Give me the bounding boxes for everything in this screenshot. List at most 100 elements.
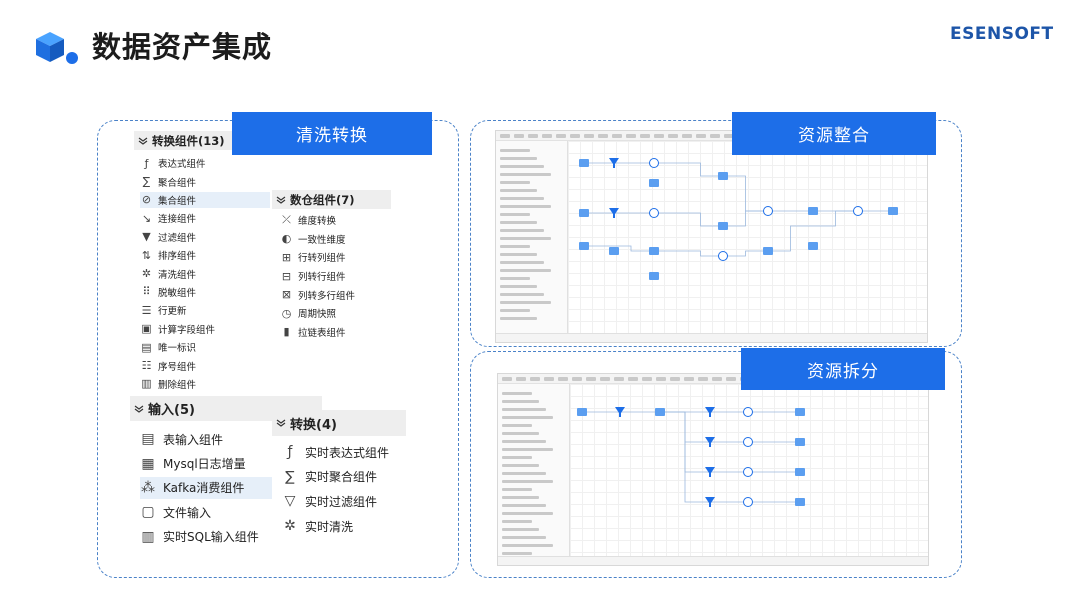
tree-item[interactable] xyxy=(502,552,532,555)
toolbar-button[interactable] xyxy=(516,377,526,381)
toolbar-button[interactable] xyxy=(600,377,610,381)
expr-node-icon[interactable] xyxy=(743,467,753,477)
component-item[interactable]: ▥删除组件 xyxy=(140,376,270,392)
tree-item[interactable] xyxy=(502,432,539,435)
component-item[interactable]: ◷周期快照 xyxy=(280,305,390,322)
component-item[interactable]: ∑聚合组件 xyxy=(140,173,270,189)
component-item[interactable]: ⇅排序组件 xyxy=(140,247,270,263)
toolbar-button[interactable] xyxy=(640,134,650,138)
component-item[interactable]: ⊟列转行组件 xyxy=(280,268,390,285)
tree-item[interactable] xyxy=(502,544,553,547)
toolbar-button[interactable] xyxy=(598,134,608,138)
tree-item[interactable] xyxy=(502,480,553,483)
tree-item[interactable] xyxy=(502,496,539,499)
filter-node-icon[interactable] xyxy=(705,467,715,477)
expr-node-icon[interactable] xyxy=(853,206,863,216)
expr-node-icon[interactable] xyxy=(743,437,753,447)
filter-node-icon[interactable] xyxy=(615,407,625,417)
toolbar-button[interactable] xyxy=(698,377,708,381)
tree-item[interactable] xyxy=(500,205,551,208)
table-node-icon[interactable] xyxy=(579,209,589,217)
component-item[interactable]: ✲实时清洗 xyxy=(282,515,402,538)
component-item[interactable]: ⊞行转列组件 xyxy=(280,249,390,266)
toolbar-button[interactable] xyxy=(628,377,638,381)
toolbar-button[interactable] xyxy=(528,134,538,138)
toolbar-button[interactable] xyxy=(530,377,540,381)
expr-node-icon[interactable] xyxy=(743,407,753,417)
toolbar-button[interactable] xyxy=(514,134,524,138)
tree-item[interactable] xyxy=(502,472,546,475)
toolbar-button[interactable] xyxy=(614,377,624,381)
tree-item[interactable] xyxy=(502,504,546,507)
toolbar-button[interactable] xyxy=(584,134,594,138)
component-item[interactable]: ▣计算字段组件 xyxy=(140,321,270,337)
toolbar-button[interactable] xyxy=(626,134,636,138)
table-node-icon[interactable] xyxy=(795,468,805,476)
tree-item[interactable] xyxy=(500,221,537,224)
tree-item[interactable] xyxy=(502,448,553,451)
tree-item[interactable] xyxy=(500,165,544,168)
tree-item[interactable] xyxy=(500,253,537,256)
toolbar-button[interactable] xyxy=(586,377,596,381)
table-node-icon[interactable] xyxy=(649,247,659,255)
toolbar-button[interactable] xyxy=(710,134,720,138)
table-node-icon[interactable] xyxy=(579,159,589,167)
table-node-icon[interactable] xyxy=(579,242,589,250)
tree-item[interactable] xyxy=(500,173,551,176)
filter-node-icon[interactable] xyxy=(609,158,619,168)
table-node-icon[interactable] xyxy=(649,272,659,280)
table-node-icon[interactable] xyxy=(795,408,805,416)
filter-node-icon[interactable] xyxy=(705,407,715,417)
component-item[interactable]: ▦Mysql日志增量 xyxy=(140,452,272,474)
toolbar-button[interactable] xyxy=(556,134,566,138)
component-item[interactable]: ⠿脱敏组件 xyxy=(140,284,270,300)
component-item[interactable]: ⤫维度转换 xyxy=(280,212,390,229)
tree-item[interactable] xyxy=(500,285,537,288)
join-node-icon[interactable] xyxy=(718,172,728,180)
join-node-icon[interactable] xyxy=(718,222,728,230)
table-node-icon[interactable] xyxy=(795,438,805,446)
tree-item[interactable] xyxy=(500,237,551,240)
component-item[interactable]: ↘连接组件 xyxy=(140,210,270,226)
expr-node-icon[interactable] xyxy=(743,497,753,507)
tree-item[interactable] xyxy=(502,424,532,427)
filter-node-icon[interactable] xyxy=(705,437,715,447)
toolbar-button[interactable] xyxy=(668,134,678,138)
component-item[interactable]: ☰行更新 xyxy=(140,302,270,318)
table-node-icon[interactable] xyxy=(649,179,659,187)
tree-item[interactable] xyxy=(502,416,553,419)
expr-node-icon[interactable] xyxy=(763,206,773,216)
table-node-icon[interactable] xyxy=(655,408,665,416)
filter-node-icon[interactable] xyxy=(609,208,619,218)
tree-item[interactable] xyxy=(500,293,544,296)
toolbar-button[interactable] xyxy=(502,377,512,381)
tree-item[interactable] xyxy=(500,317,537,320)
tree-item[interactable] xyxy=(500,277,530,280)
component-item[interactable]: ▤表输入组件 xyxy=(140,428,272,450)
tree-item[interactable] xyxy=(502,488,532,491)
filter-node-icon[interactable] xyxy=(705,497,715,507)
toolbar-button[interactable] xyxy=(712,377,722,381)
component-item[interactable]: ☷序号组件 xyxy=(140,357,270,373)
tree-item[interactable] xyxy=(500,181,530,184)
toolbar-button[interactable] xyxy=(724,134,734,138)
tree-item[interactable] xyxy=(500,149,530,152)
component-item[interactable]: ⊠列转多行组件 xyxy=(280,286,390,303)
expr-node-icon[interactable] xyxy=(718,251,728,261)
component-item[interactable]: ∑实时聚合组件 xyxy=(282,466,402,489)
component-item[interactable]: ▢文件输入 xyxy=(140,501,272,523)
component-item[interactable]: ▼过滤组件 xyxy=(140,229,270,245)
join-node-icon[interactable] xyxy=(609,247,619,255)
tree-item[interactable] xyxy=(502,440,546,443)
toolbar-button[interactable] xyxy=(572,377,582,381)
tree-item[interactable] xyxy=(502,528,539,531)
tree-item[interactable] xyxy=(500,189,537,192)
tree-item[interactable] xyxy=(502,512,553,515)
toolbar-button[interactable] xyxy=(654,134,664,138)
component-item[interactable]: ▽实时过滤组件 xyxy=(282,490,402,513)
table-node-icon[interactable] xyxy=(808,242,818,250)
toolbar-button[interactable] xyxy=(544,377,554,381)
component-item[interactable]: ▤唯一标识 xyxy=(140,339,270,355)
